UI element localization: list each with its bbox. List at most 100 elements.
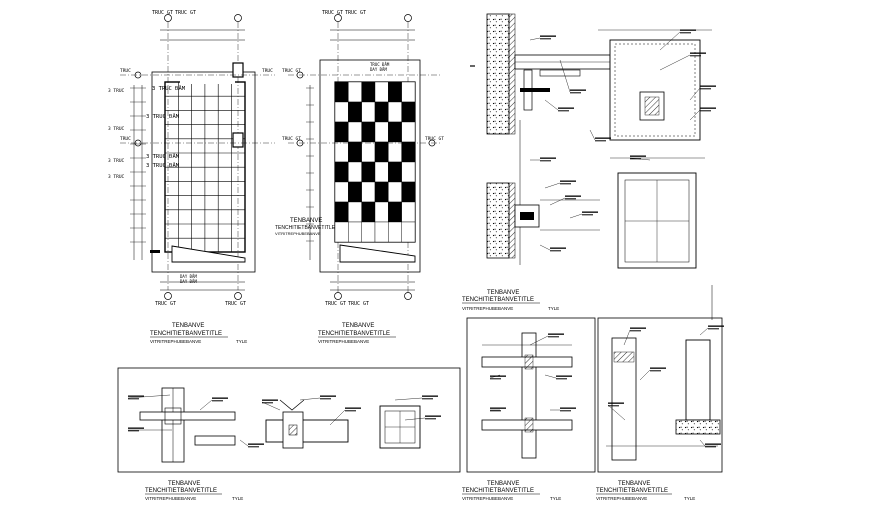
checker-cell [348, 161, 362, 183]
checker-cell [388, 161, 402, 183]
plan-grid-drawing [120, 14, 275, 300]
checker-cell [388, 181, 402, 203]
callout-text-bar [320, 395, 336, 397]
plan-check-drawing [288, 14, 440, 300]
callout-text-bar [705, 446, 716, 448]
checker-cell [334, 161, 349, 183]
callout-text-bar [345, 410, 356, 412]
checker-cell [334, 101, 349, 123]
checker-cell [388, 121, 402, 143]
checker-cell [401, 141, 416, 163]
callout-text-bar [128, 427, 144, 429]
callout-text-bar [540, 160, 551, 162]
leader-line [623, 329, 631, 346]
leader-line [529, 37, 541, 41]
checker-cell [388, 221, 402, 243]
callout-text-bar [595, 140, 606, 142]
p6-scale-right: TYLE [684, 496, 695, 501]
callout-text-bar [560, 410, 571, 412]
leader-line [659, 54, 691, 71]
callout-text-bar [705, 443, 721, 445]
p2-scale: VITRITREPHUBEBANVE [318, 339, 369, 344]
checker-cell [348, 221, 362, 243]
callout-text-bar [490, 407, 506, 409]
callout-text-bar [425, 415, 441, 417]
callout-text-bar [565, 195, 581, 197]
checker-cell [361, 201, 376, 223]
checker-cell [348, 141, 362, 163]
callout-text-bar [262, 399, 278, 401]
callout-text-bar [680, 29, 696, 31]
plan-scale-mid: VITRITREPHUBEBANVE [275, 231, 321, 236]
leader-line [659, 31, 681, 51]
callout-text-bar [560, 407, 576, 409]
p1-axis-top-right: TRUC GT [175, 10, 196, 16]
p5-scale: VITRITREPHUBEBANVE [462, 496, 513, 501]
leader-line [689, 109, 701, 121]
checker-cell [401, 201, 416, 223]
p2-side-axis-1: TRUC GT [282, 68, 301, 74]
callout-text-bar [548, 333, 564, 335]
callout-text-bar [700, 88, 711, 90]
checker-cell [361, 101, 376, 123]
leader-line [589, 129, 596, 141]
checker-cell [361, 81, 376, 103]
p5-title: TENBANVE [487, 481, 519, 487]
column-mark [232, 132, 244, 148]
p1-side-left-1: 3 TRUC [108, 88, 125, 94]
p6-scale: VITRITREPHUBEBANVE [596, 496, 647, 501]
leader-line [544, 99, 559, 111]
callout-text-bar [540, 157, 556, 159]
callout-text-bar [128, 398, 139, 400]
p1-scale-right: TYLE [236, 339, 247, 344]
p2-side-axis-3: TRUC GT [425, 136, 444, 142]
callout-text-bar [490, 375, 506, 377]
checker-cell [361, 161, 376, 183]
checker-cell [348, 101, 362, 123]
callout-text-bar [558, 110, 569, 112]
leader-line [199, 399, 213, 411]
callout-text-bar [128, 430, 139, 432]
callout-text-bar [680, 32, 691, 34]
callout-text-bar [565, 198, 576, 200]
callout-text-bar [556, 375, 572, 377]
leader-line [699, 327, 709, 336]
p5-scale-right: TYLE [550, 496, 561, 501]
leader-line [127, 394, 171, 399]
leader-line [544, 182, 561, 189]
p2-axis-top-left: TRUC GT [322, 10, 343, 16]
p1-row-label-3: 3 TRUC ĐÂM [146, 153, 180, 160]
callout-text-bar [650, 370, 661, 372]
checker-cell [334, 201, 349, 223]
callout-text-bar [490, 410, 501, 412]
callout-text-bar [550, 250, 561, 252]
callout-text-bar [262, 402, 273, 404]
callout-text-bar [570, 89, 586, 91]
callout-text-bar [582, 211, 598, 213]
checker-cell [374, 221, 389, 243]
p1-row-label-1: 3 TRUC ĐÂM [152, 85, 186, 92]
checker-cell [374, 141, 389, 163]
checker-cell [374, 181, 389, 203]
checker-cell [401, 221, 416, 243]
leader-line [689, 87, 701, 101]
leader-line [529, 335, 549, 346]
callout-text-bar [212, 400, 223, 402]
leader-line [549, 197, 566, 206]
p3-subtitle: TENCHITIETBANVETITLE [462, 297, 534, 303]
checker-cell [334, 81, 349, 103]
callout-text-bar [708, 325, 724, 327]
p1-title: TENBANVE [172, 323, 204, 329]
callout-text-bar [630, 158, 641, 160]
leader-line [239, 439, 249, 447]
callout-text-bar [212, 397, 228, 399]
checker-cell [348, 81, 362, 103]
p1-side-left-2: 3 TRUC [108, 126, 125, 132]
column-mark [232, 62, 244, 78]
plan-subtitle-mid: TENCHITIETBANVETITLE [275, 225, 336, 231]
mid-detail-drawing [466, 317, 596, 473]
callout-text-bar [608, 402, 624, 404]
checker-cell [401, 161, 416, 183]
leader-line [559, 59, 571, 93]
leader-line [261, 401, 281, 411]
